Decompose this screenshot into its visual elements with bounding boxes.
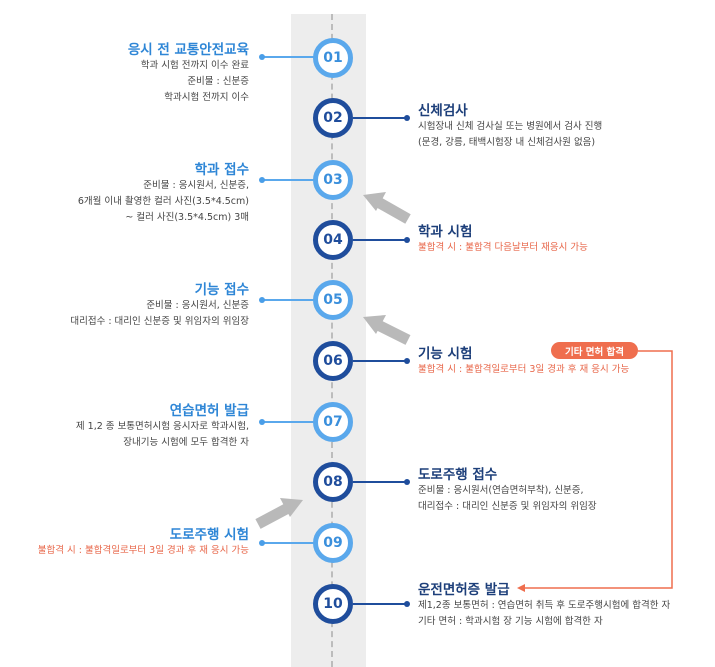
- step-10-connector: [353, 603, 406, 605]
- step-10-desc: 제1,2종 보통면허 : 연습면허 취득 후 도로주행시험에 합격한 자 기타 …: [418, 600, 671, 627]
- back-arrow-icon-06: [363, 315, 411, 345]
- step-07-desc: 제 1,2 종 보통면허시험 응시자로 학과시험, 장내기능 시험에 모두 합격…: [75, 421, 249, 448]
- step-06-connector: [353, 360, 406, 362]
- step-05-connector: [262, 299, 314, 301]
- step-02-dot: [404, 115, 410, 121]
- step-04-circle: 04: [313, 220, 353, 260]
- other-license-pass-badge: 기타 면허 합격: [551, 342, 638, 359]
- step-03-dot: [259, 177, 265, 183]
- step-03-desc: 준비물 : 응시원서, 신분증, 6개월 이내 촬영한 컬러 사진(3.5*4.…: [77, 180, 249, 223]
- step-09-dot: [259, 540, 265, 546]
- step-07-dot: [259, 419, 265, 425]
- step-06-desc: 불합격 시 : 불합격일로부터 3일 경과 후 재 응시 가능: [418, 364, 630, 375]
- step-09-circle: 09: [313, 523, 353, 563]
- step-02-circle: 02: [313, 98, 353, 138]
- step-04-dot: [404, 237, 410, 243]
- step-03-connector: [262, 179, 314, 181]
- timeline-dashed-line: [331, 14, 333, 667]
- step-01-desc: 학과 시험 전까지 이수 완료 준비물 : 신분증 학과시험 전까지 이수: [140, 60, 249, 103]
- step-01-connector: [262, 56, 314, 58]
- step-07-circle: 07: [313, 402, 353, 442]
- step-05-dot: [259, 297, 265, 303]
- step-02-title: 신체검사: [418, 103, 468, 119]
- step-09-connector: [262, 542, 314, 544]
- step-08-circle: 08: [313, 462, 353, 502]
- step-10-dot: [404, 601, 410, 607]
- back-arrow-icon-04: [363, 192, 411, 224]
- step-10-circle: 10: [313, 584, 353, 624]
- step-03-title: 학과 접수: [194, 162, 249, 178]
- step-04-title: 학과 시험: [418, 224, 473, 240]
- step-07-connector: [262, 421, 314, 423]
- step-04-connector: [353, 239, 406, 241]
- step-01-dot: [259, 54, 265, 60]
- step-09-desc: 불합격 시 : 불합격일로부터 3일 경과 후 재 응시 가능: [37, 545, 249, 556]
- step-08-dot: [404, 479, 410, 485]
- step-08-connector: [353, 481, 406, 483]
- step-05-title: 기능 접수: [194, 282, 249, 298]
- step-03-circle: 03: [313, 160, 353, 200]
- step-05-circle: 05: [313, 280, 353, 320]
- connector-arrowhead-icon: [517, 584, 525, 592]
- step-01-title: 응시 전 교통안전교육: [127, 42, 249, 58]
- step-04-desc: 불합격 시 : 불합격 다음날부터 재응시 가능: [418, 242, 588, 253]
- step-08-title: 도로주행 접수: [418, 467, 498, 483]
- step-02-connector: [353, 117, 406, 119]
- step-02-desc: 시험장내 신체 검사실 또는 병원에서 검사 진행 (문경, 강릉, 태백시험장…: [418, 121, 603, 148]
- step-06-circle: 06: [313, 341, 353, 381]
- forward-arrow-icon-09: [255, 498, 303, 529]
- step-05-desc: 준비물 : 응시원서, 신분증 대리접수 : 대리인 신분증 및 위임자의 위임…: [70, 300, 249, 327]
- step-08-desc: 준비물 : 응시원서(연습면허부착), 신분증, 대리접수 : 대리인 신분증 …: [418, 485, 597, 512]
- step-07-title: 연습면허 발급: [169, 403, 249, 419]
- step-06-dot: [404, 358, 410, 364]
- step-10-title: 운전면허증 발급: [418, 582, 510, 598]
- step-06-title: 기능 시험: [418, 346, 473, 362]
- step-01-circle: 01: [313, 38, 353, 78]
- step-09-title: 도로주행 시험: [169, 527, 249, 543]
